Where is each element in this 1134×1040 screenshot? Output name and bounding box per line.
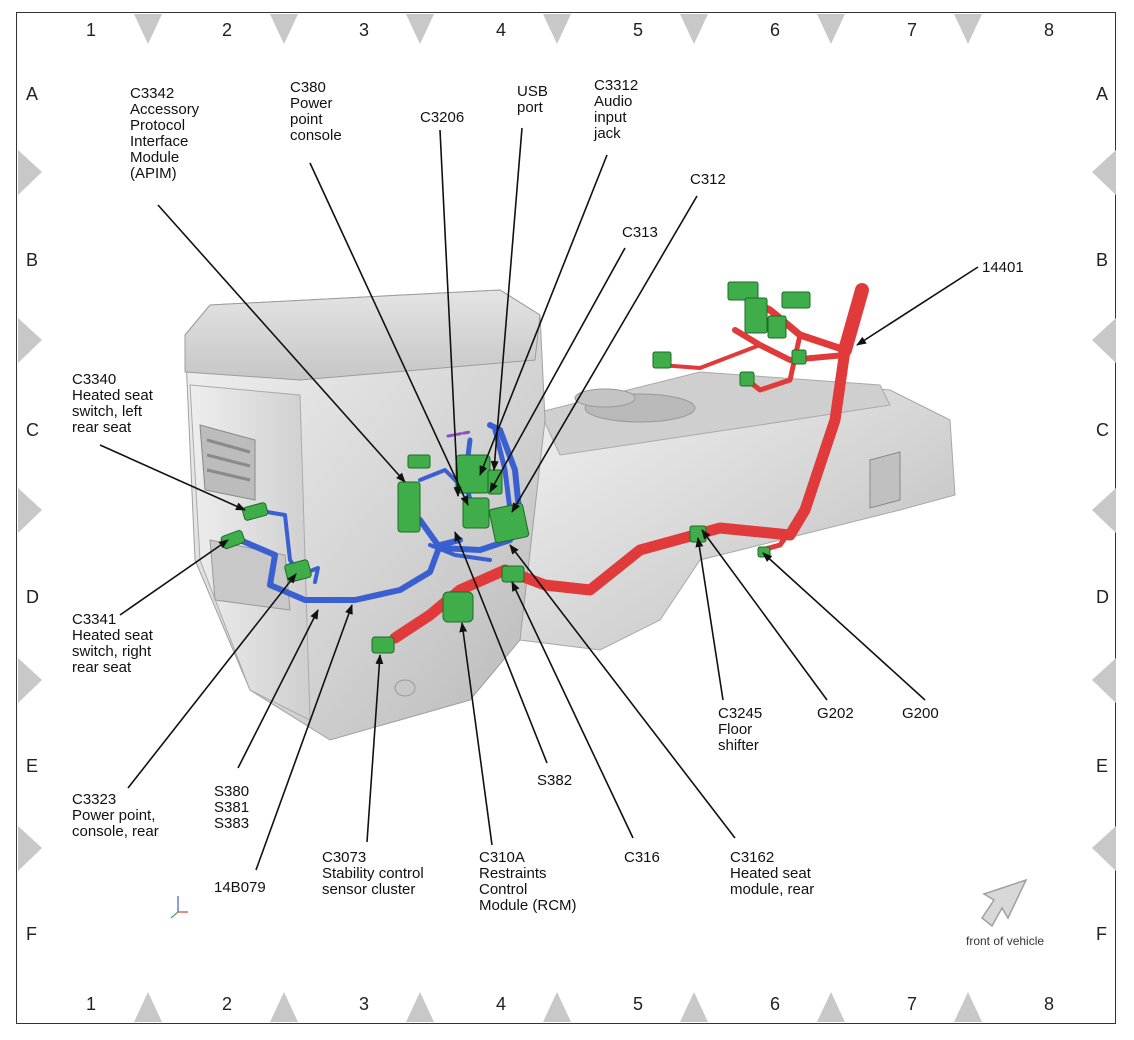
grid-col-4-top: 4 [496, 20, 507, 40]
callout-c3206: C3206 [420, 109, 465, 126]
callout-c380: C380 Power point console [290, 79, 342, 144]
callout-14b079: 14B079 [214, 879, 266, 896]
grid-col-2-top: 2 [222, 20, 233, 40]
callout-c316: C316 [624, 849, 660, 866]
grid-row-d-right: D [1096, 587, 1109, 607]
grid-row-c-right: C [1096, 420, 1109, 440]
grid-row-a-left: A [26, 84, 39, 104]
grid-row-b-left: B [26, 250, 39, 270]
callout-g202: G202 [817, 705, 854, 722]
border-markers [18, 14, 1116, 1022]
leader-lines [99, 127, 979, 871]
grid-col-6-bottom: 6 [770, 994, 781, 1014]
callout-c3245: C3245 Floor shifter [718, 705, 763, 754]
callout-c312: C312 [690, 171, 726, 188]
callout-c310a: C310A Restraints Control Module (RCM) [479, 849, 577, 914]
grid-row-c-left: C [26, 420, 39, 440]
grid-row-a-right: A [1096, 84, 1109, 104]
callout-c3312: C3312 Audio input jack [594, 77, 639, 142]
callout-c3073: C3073 Stability control sensor cluster [322, 849, 424, 898]
grid-col-3-top: 3 [359, 20, 370, 40]
callout-14401: 14401 [982, 259, 1024, 276]
connectors [220, 281, 811, 654]
grid-col-1-bottom: 1 [86, 994, 97, 1014]
callout-c313: C313 [622, 224, 658, 241]
grid-col-3-bottom: 3 [359, 994, 370, 1014]
axis-triad-icon [170, 896, 188, 919]
grid-col-1-top: 1 [86, 20, 97, 40]
grid-row-e-right: E [1096, 756, 1109, 776]
grid-col-7-bottom: 7 [907, 994, 918, 1014]
grid-row-e-left: E [26, 756, 39, 776]
grid-col-2-bottom: 2 [222, 994, 233, 1014]
grid-col-5-top: 5 [633, 20, 644, 40]
callout-c3341: C3341 Heated seat switch, right rear sea… [72, 611, 153, 676]
callout-g200: G200 [902, 705, 939, 722]
grid-row-f-right: F [1096, 924, 1107, 944]
callout-s380-s381-s383: S380 S381 S383 [214, 783, 250, 832]
front-arrow-icon [980, 878, 1028, 928]
callout-c3162: C3162 Heated seat module, rear [730, 849, 815, 898]
callout-usb-port: USB port [517, 83, 548, 116]
callout-c3342: C3342 Accessory Protocol Interface Modul… [130, 85, 200, 182]
grid-row-f-left: F [26, 924, 37, 944]
grid-col-7-top: 7 [907, 20, 918, 40]
callout-c3340: C3340 Heated seat switch, left rear seat [72, 371, 153, 436]
front-of-vehicle-label: front of vehicle [966, 934, 1045, 948]
callout-c3323: C3323 Power point, console, rear [72, 791, 159, 840]
grid-col-5-bottom: 5 [633, 994, 644, 1014]
grid-row-d-left: D [26, 587, 39, 607]
callout-s382: S382 [537, 772, 573, 789]
grid-row-b-right: B [1096, 250, 1109, 270]
grid-col-6-top: 6 [770, 20, 781, 40]
grid-col-4-bottom: 4 [496, 994, 507, 1014]
grid-col-8-bottom: 8 [1044, 994, 1055, 1014]
grid-col-8-top: 8 [1044, 20, 1055, 40]
